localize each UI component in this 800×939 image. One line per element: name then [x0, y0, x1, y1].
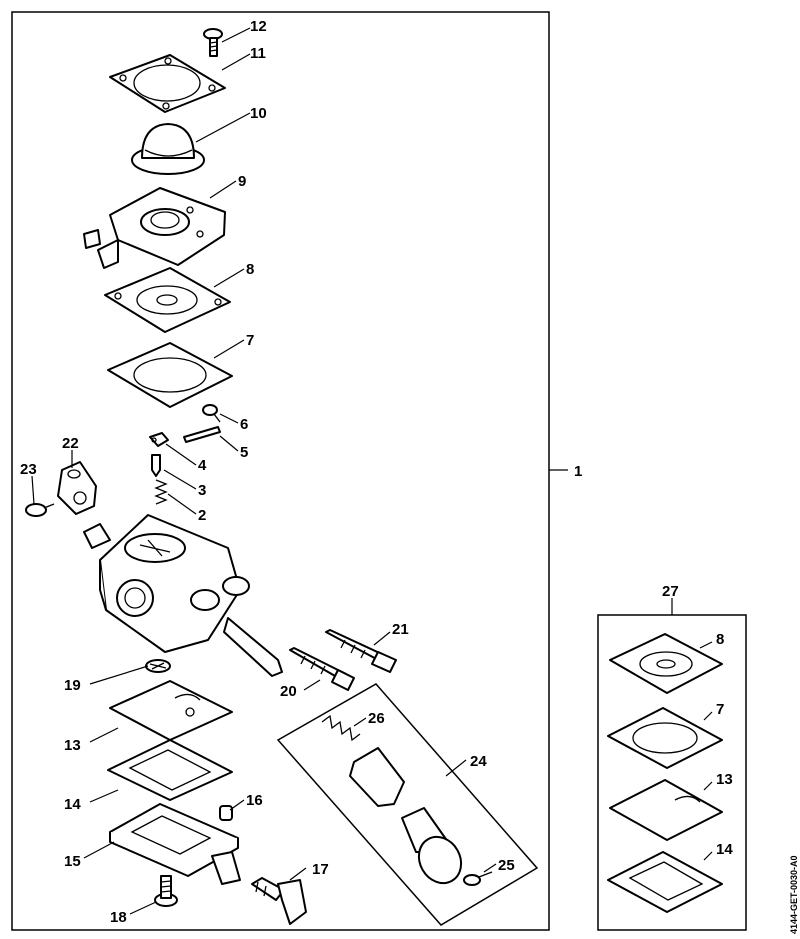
- callout-9: 9: [238, 173, 246, 190]
- part-25-screw: [463, 871, 493, 886]
- callout-24: 24: [470, 753, 487, 770]
- subassembly-frame-24: [276, 683, 539, 926]
- callout-11: 11: [250, 45, 266, 62]
- part-16-check-valve: [219, 805, 233, 821]
- callout-10: 10: [250, 105, 267, 122]
- callout-23: 23: [20, 461, 37, 478]
- callout-20: 20: [280, 683, 297, 700]
- callout-12: 12: [250, 18, 267, 35]
- callout-26: 26: [368, 710, 385, 727]
- part-23-screw: [25, 503, 55, 517]
- kit-part-8-diaphragm: [609, 633, 723, 694]
- callout-1: 1: [574, 463, 582, 480]
- assembly-frame: [11, 11, 550, 931]
- callout-17: 17: [312, 861, 329, 878]
- part-22-bracket: [57, 461, 97, 515]
- callout-6: 6: [240, 416, 248, 433]
- part-11-gasket: [109, 54, 226, 113]
- callout-3: 3: [198, 482, 206, 499]
- kit-callout-14: 14: [716, 841, 733, 858]
- leader-lines: [31, 27, 713, 915]
- callout-4: 4: [198, 457, 207, 474]
- callout-21: 21: [392, 621, 409, 638]
- part-8-diaphragm: [104, 267, 231, 333]
- part-20-adjusting-screw: [289, 647, 355, 691]
- callout-2: 2: [198, 507, 206, 524]
- part-7-gasket: [107, 342, 233, 408]
- kit-callout-13: 13: [716, 771, 733, 788]
- part-26-spring: [321, 714, 361, 742]
- part-12-screw: [203, 28, 223, 57]
- part-10-primer-bulb: [131, 123, 205, 175]
- callout-15: 15: [64, 853, 81, 870]
- callout-19: 19: [64, 677, 81, 694]
- callout-25: 25: [498, 857, 515, 874]
- part-4-lever: [149, 432, 169, 447]
- part-13-metering-diaphragm: [109, 680, 233, 741]
- callout-7: 7: [246, 332, 254, 349]
- callout-8: 8: [246, 261, 254, 278]
- callout-14: 14: [64, 796, 81, 813]
- kit-callout-8: 8: [716, 631, 724, 648]
- kit-part-14-gasket: [607, 851, 723, 913]
- kit-part-7-gasket: [607, 707, 723, 769]
- callout-27: 27: [662, 583, 679, 600]
- part-2-spring: [154, 479, 168, 505]
- part-5-pin: [183, 426, 221, 443]
- callout-16: 16: [246, 792, 263, 809]
- kit-part-13-diaphragm: [609, 779, 723, 841]
- part-9-pump-cover: [83, 187, 226, 269]
- part-24-pump-assembly: [349, 747, 463, 885]
- callout-13: 13: [64, 737, 81, 754]
- part-15-metering-cover: [109, 803, 241, 885]
- part-21-adjusting-screw: [325, 629, 397, 673]
- part-6-screw: [202, 404, 221, 423]
- callout-22: 22: [62, 435, 79, 452]
- callout-18: 18: [110, 909, 127, 926]
- part-14-gasket: [107, 739, 233, 801]
- kit-callout-7: 7: [716, 701, 724, 718]
- part-17-fitting: [251, 877, 307, 925]
- part-18-screw: [154, 875, 178, 907]
- carburetor-body: [83, 514, 283, 677]
- callout-5: 5: [240, 444, 248, 461]
- part-19-filter-screen: [145, 659, 171, 673]
- reference-code: 4144-GET-0030-A0: [789, 855, 799, 934]
- part-3-inlet-needle: [151, 454, 161, 477]
